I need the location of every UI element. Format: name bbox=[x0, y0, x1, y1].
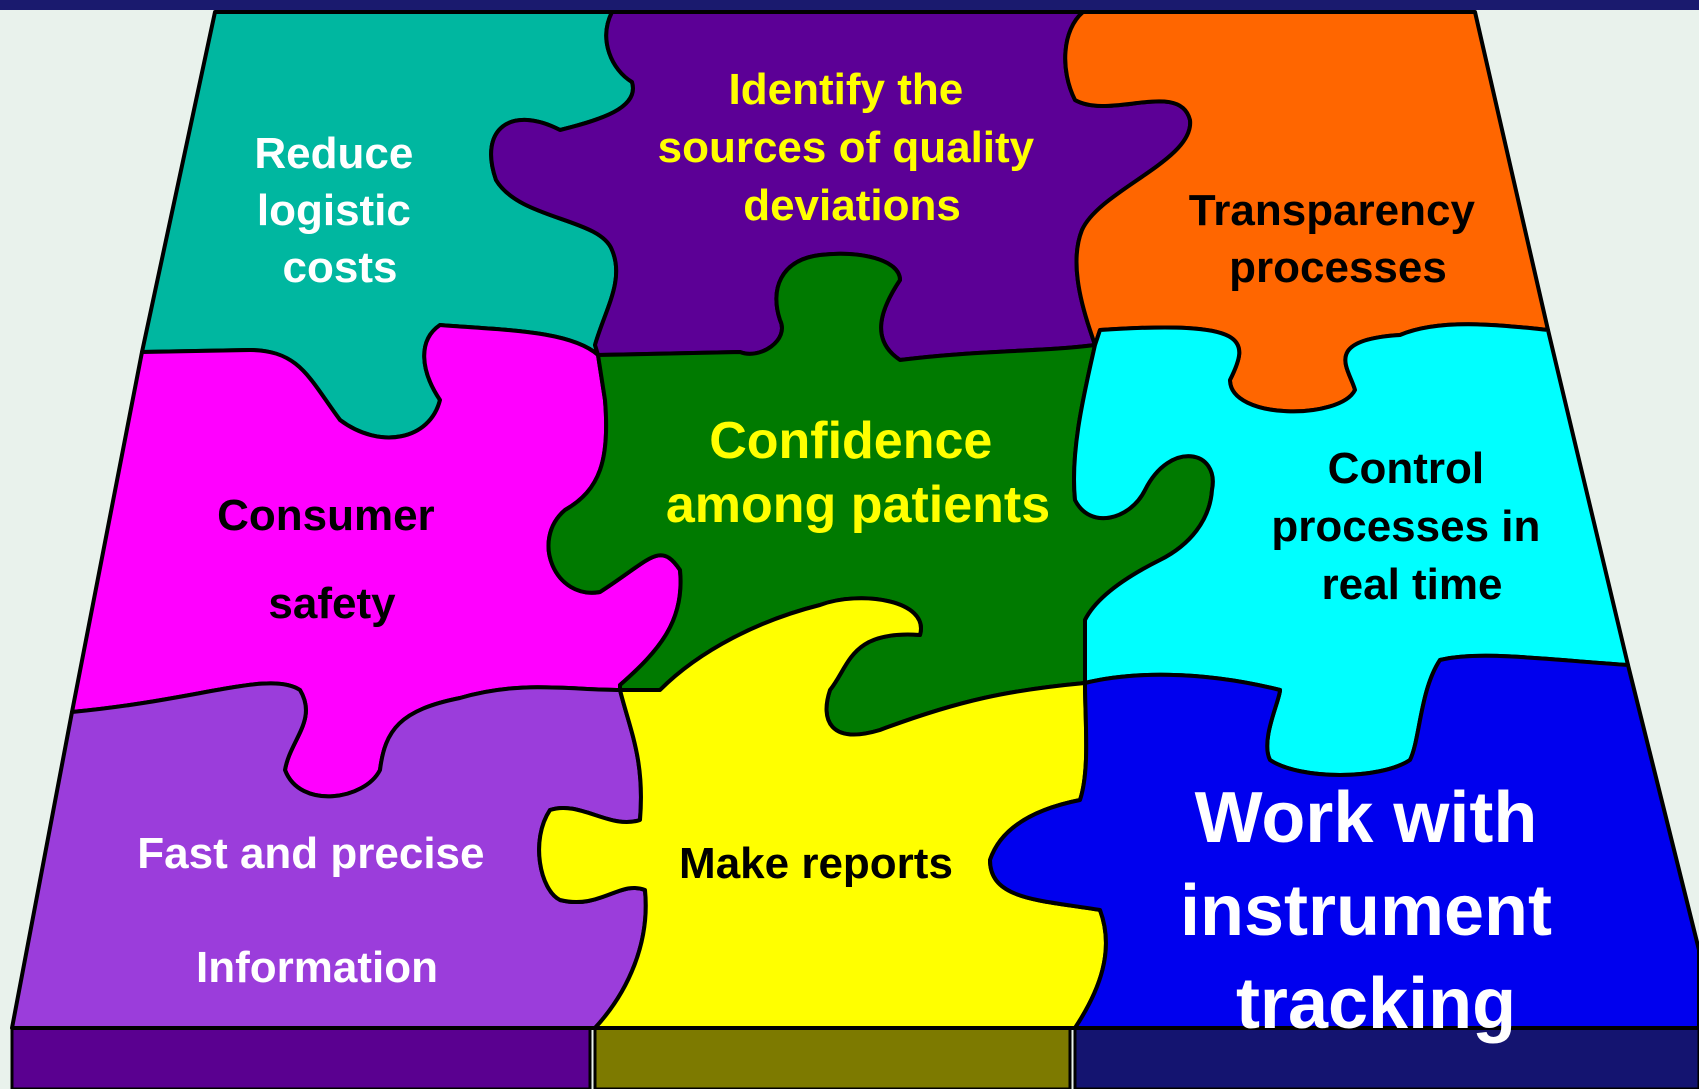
base-side-right bbox=[1073, 1026, 1699, 1089]
label-line: Make reports bbox=[679, 839, 953, 888]
top-bar bbox=[0, 0, 1699, 10]
label-line: Reduce bbox=[254, 129, 413, 178]
piece-work-instrument-tracking bbox=[988, 653, 1699, 1030]
label-line: Information bbox=[196, 943, 438, 992]
label-control-processes: Control processes in real time bbox=[1271, 444, 1552, 609]
label-reduce-logistic-costs: Reduce logistic costs bbox=[254, 129, 425, 292]
label-line: real time bbox=[1322, 560, 1503, 609]
label-work-instrument-tracking: Work with instrument tracking bbox=[1180, 778, 1572, 1044]
label-line: among patients bbox=[666, 476, 1050, 534]
label-line: processes in bbox=[1271, 502, 1540, 551]
label-line: Work with bbox=[1195, 778, 1538, 858]
label-line: Control bbox=[1328, 444, 1484, 493]
label-line: logistic bbox=[257, 186, 411, 235]
label-transparency-processes: Transparency processes bbox=[1189, 186, 1487, 292]
label-line: instrument bbox=[1180, 871, 1552, 951]
label-consumer-safety: Consumer safety bbox=[217, 491, 447, 628]
label-line: costs bbox=[283, 243, 398, 292]
label-line: safety bbox=[268, 579, 396, 628]
label-line: Transparency bbox=[1189, 186, 1476, 235]
label-line: tracking bbox=[1236, 964, 1516, 1044]
label-line: Fast and precise bbox=[137, 829, 484, 878]
label-fast-precise-information: Fast and precise Information bbox=[137, 829, 497, 992]
label-make-reports: Make reports bbox=[679, 839, 953, 888]
label-line: processes bbox=[1229, 243, 1447, 292]
base-side-middle bbox=[593, 1026, 1072, 1089]
label-line: deviations bbox=[743, 181, 961, 230]
label-confidence-among-patients: Confidence among patients bbox=[666, 412, 1050, 534]
label-line: Identify the bbox=[729, 65, 964, 114]
label-identify-sources: Identify the sources of quality deviatio… bbox=[658, 65, 1047, 230]
base-side-left bbox=[10, 1026, 592, 1089]
label-line: Confidence bbox=[709, 412, 992, 470]
label-line: sources of quality bbox=[658, 123, 1035, 172]
label-line: Consumer bbox=[217, 491, 435, 540]
